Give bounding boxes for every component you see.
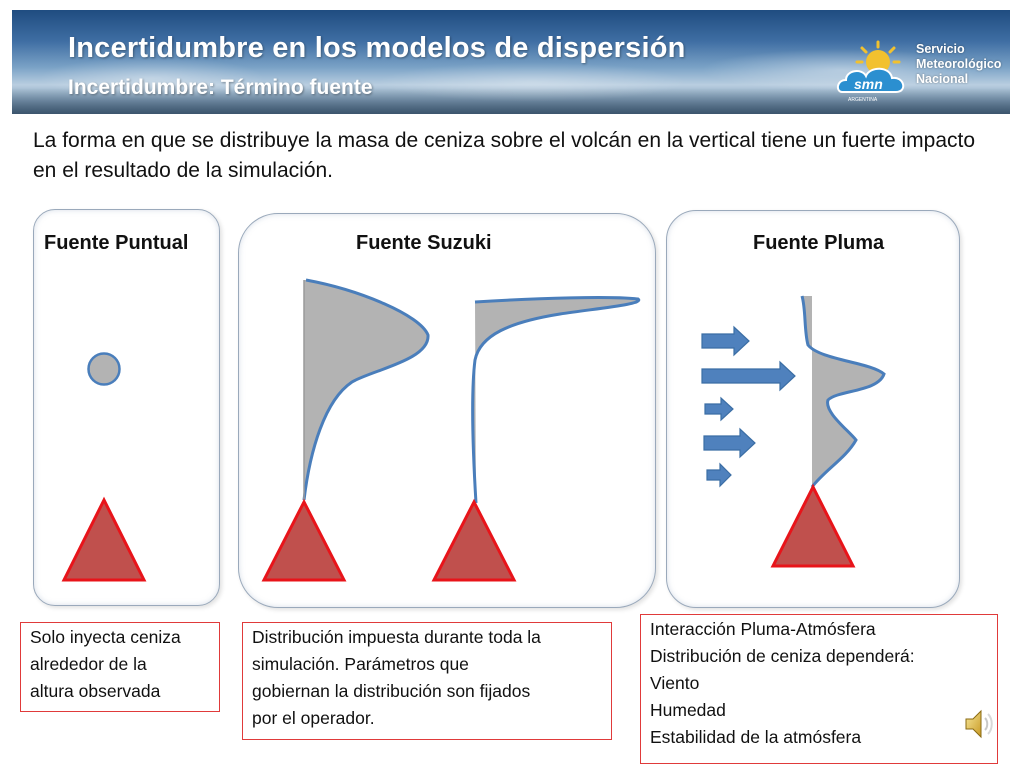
header-sky-background — [12, 10, 1010, 114]
panel-fuente-puntual — [33, 209, 220, 606]
page-subtitle: Incertidumbre: Término fuente — [68, 76, 373, 99]
page-title: Incertidumbre en los modelos de dispersi… — [68, 32, 686, 64]
smn-logo: smn ARGENTINA Servicio Meteorológico Nac… — [832, 40, 1010, 106]
title-fuente-puntual: Fuente Puntual — [44, 232, 189, 254]
title-fuente-pluma: Fuente Pluma — [753, 232, 885, 254]
panel-fuente-pluma — [666, 210, 960, 608]
smn-logo-text: Servicio Meteorológico Nacional — [916, 42, 1002, 86]
intro-paragraph: La forma en que se distribuye la masa de… — [33, 129, 976, 182]
note-fuente-suzuki: Distribución impuesta durante toda la si… — [242, 622, 612, 740]
svg-text:smn: smn — [854, 76, 883, 92]
title-fuente-suzuki: Fuente Suzuki — [356, 232, 492, 254]
note-fuente-puntual: Solo inyecta ceniza alrededor de la altu… — [20, 622, 220, 712]
header-banner: Incertidumbre en los modelos de dispersi… — [12, 10, 1010, 114]
speaker-icon-graphic — [965, 709, 993, 739]
panel-fuente-suzuki — [238, 213, 656, 608]
note-fuente-pluma: Interacción Pluma-Atmósfera Distribución… — [640, 614, 998, 764]
svg-text:ARGENTINA: ARGENTINA — [848, 97, 878, 103]
speaker-icon[interactable] — [962, 706, 998, 742]
smn-logo-icon: smn ARGENTINA — [836, 40, 905, 103]
